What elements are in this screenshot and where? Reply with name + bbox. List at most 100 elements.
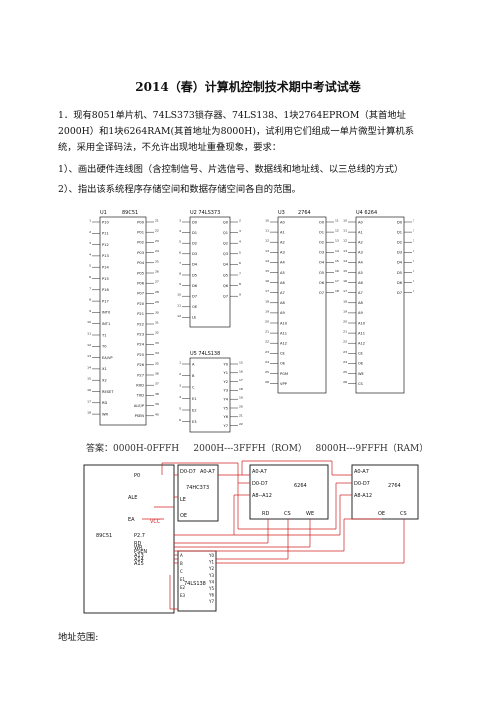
u5-ref: U5 74LS138 — [190, 351, 220, 357]
u2-left-pin-label: D6 — [192, 284, 198, 288]
u2-left-pin-label: D7 — [192, 295, 197, 299]
mcu-a15: A15 — [134, 561, 144, 567]
u5-right-pin-label: Y4 — [224, 398, 229, 402]
u1-left-pin-label: X1 — [102, 367, 107, 371]
u1-right-pin-label: P00 — [137, 220, 144, 224]
u4-right-pin-label: D0 — [397, 220, 403, 224]
decoder-input-label: C — [180, 569, 183, 574]
rom-a07: A0-A7 — [354, 469, 369, 475]
u4-right-pin-number: 13 — [413, 239, 414, 243]
u2-left-pin-label: D4 — [192, 263, 198, 267]
u5-left-pin-number: 5 — [179, 407, 181, 411]
ram-we: WE — [306, 511, 314, 517]
u3-right-pin-number: 18 — [335, 289, 339, 293]
decoder-input-label: E1 — [180, 577, 186, 582]
u1-right-pin-number: 33 — [155, 341, 159, 345]
u4-right-pin-label: D1 — [397, 230, 402, 234]
u3-left-pin-label: A0 — [280, 220, 285, 224]
u3-right-pin-label: O3 — [319, 251, 324, 255]
u1-right-pin-label: P07 — [137, 292, 144, 296]
u1-body — [99, 216, 147, 426]
u5-right-pin-label: Y5 — [224, 406, 228, 410]
u3-right-pin-number: 17 — [335, 279, 339, 283]
u1-left-pin-number: 1 — [89, 219, 91, 223]
u1-right-pin-label: P21 — [137, 312, 144, 316]
u1-right-pin-number: 40 — [155, 412, 159, 416]
u3-body — [277, 216, 327, 394]
rom-body — [351, 464, 419, 520]
u2-body — [189, 216, 231, 328]
u1-right-pin-label: P23 — [137, 333, 144, 337]
u4-left-pin-label: A0 — [358, 220, 363, 224]
u2-left-pin-label: LE — [192, 316, 197, 320]
u4-left-pin-number: 11 — [343, 229, 347, 233]
u2-right-pin-label: Q7 — [223, 295, 228, 299]
u4-left-pin-number: 22 — [343, 340, 347, 344]
mcu-p27: P2.7 — [134, 533, 145, 539]
u4-left-pin-label: CS — [358, 382, 364, 386]
u5-right-pin-number: 15 — [239, 361, 243, 365]
u2-right-pin-number: 9 — [239, 293, 241, 297]
rom-a812: A8-A12 — [354, 493, 372, 499]
u5-right-pin-label: Y0 — [224, 362, 229, 366]
u2-right-pin-number: 3 — [239, 229, 241, 233]
ram-cs: CS — [284, 511, 291, 517]
u3-left-pin-number: 22 — [265, 340, 269, 344]
u1-right-pin-label: P22 — [137, 322, 144, 326]
requirement-2: 2）、指出该系统程序存储空间和数据存储空间各自的范围。 — [58, 184, 301, 195]
u1-right-pin-number: 38 — [155, 392, 159, 396]
u5-right-pin-label: Y1 — [224, 371, 228, 375]
u4-right-pin-number: 14 — [413, 249, 414, 253]
u4-left-pin-label: A4 — [358, 261, 363, 265]
u4-right-pin-number: 15 — [413, 259, 414, 263]
mcu-ea: EA — [128, 517, 135, 523]
u1-left-pin-number: 3 — [89, 241, 91, 245]
u4-left-pin-label: OE — [358, 362, 364, 366]
u1-right-pin-label: P01 — [137, 231, 144, 235]
rom-label: 2764 — [388, 483, 401, 489]
u5-left-pin-label: B — [192, 374, 195, 378]
u1-left-pin-label: EA/VP — [102, 356, 113, 360]
u1-right-pin-label: P26 — [137, 363, 144, 367]
decoder-input-label: A — [180, 553, 183, 558]
u5-left-pin-number: 2 — [179, 372, 181, 376]
u1-right-pin-number: 22 — [155, 229, 159, 233]
mcu-a14: A14 — [134, 557, 144, 563]
u1-right-pin-number: 29 — [155, 300, 159, 304]
u1-left-pin-label: T0 — [101, 345, 107, 349]
decoder-output-label: Y7 — [208, 599, 214, 604]
u1-part: 89C51 — [122, 210, 138, 216]
u3-left-pin-label: VPP — [280, 382, 288, 386]
ram-label: 6264 — [294, 483, 307, 489]
u1-left-pin-number: 4 — [89, 252, 91, 256]
u3-left-pin-label: A12 — [280, 342, 287, 346]
u2-left-pin-number: 4 — [179, 229, 181, 233]
mcu-label: 89C51 — [96, 533, 112, 539]
u3-left-pin-label: OE — [280, 362, 286, 366]
u1-right-pin-number: 34 — [155, 351, 159, 355]
u4-right-pin-number: 11 — [413, 219, 414, 223]
u3-left-pin-label: A1 — [280, 230, 285, 234]
u1-left-pin-label: P13 — [102, 254, 109, 258]
u1-right-pin-number: 23 — [155, 239, 159, 243]
u4-left-pin-number: 16 — [343, 279, 347, 283]
u2-right-pin-label: Q1 — [223, 231, 228, 235]
u2-left-pin-number: 7 — [179, 261, 181, 265]
u3-left-pin-label: A8 — [280, 301, 285, 305]
mcu-psen: PSEN — [134, 549, 147, 555]
u5-right-pin-number: 20 — [239, 405, 243, 409]
u4-left-pin-label: A3 — [358, 251, 363, 255]
u1-left-pin-label: P14 — [102, 266, 109, 270]
u4-left-pin-label: A11 — [358, 331, 365, 335]
latch-le: LE — [180, 497, 186, 503]
decoder-output-label: Y0 — [208, 553, 214, 558]
u1-right-pin-number: 36 — [155, 372, 159, 376]
u5-left-pin-number: 6 — [179, 418, 181, 422]
u4-left-pin-number: 23 — [343, 350, 347, 354]
u4-right-pin-number: 17 — [413, 279, 414, 283]
latch-oe: OE — [180, 513, 187, 519]
u1-right-pin-label: P24 — [137, 343, 144, 347]
u1-right-pin-number: 26 — [155, 270, 159, 274]
u2-left-pin-label: OE — [192, 305, 198, 309]
u3-left-pin-number: 12 — [265, 239, 269, 243]
